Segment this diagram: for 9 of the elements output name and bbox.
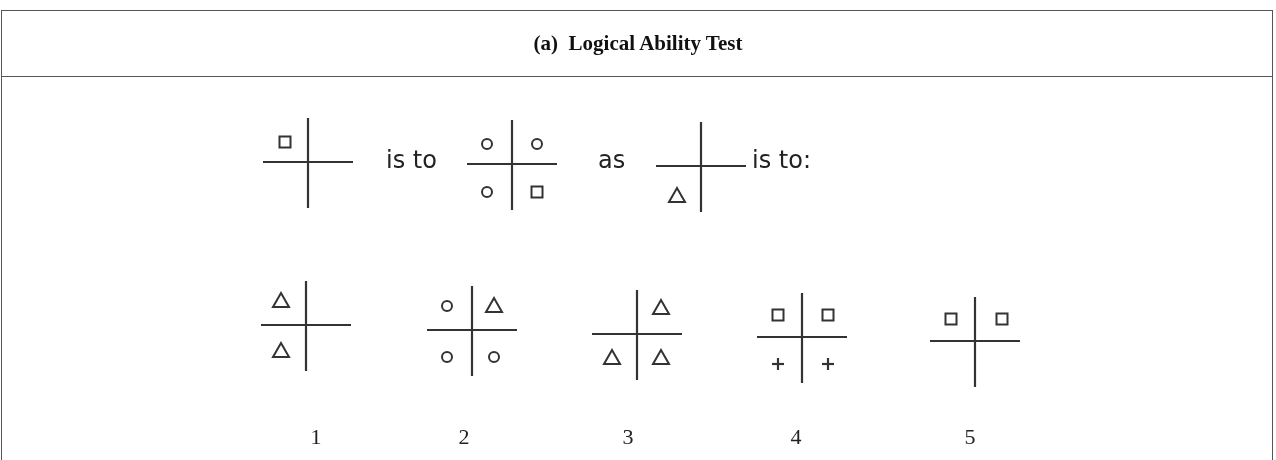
option-number: 3: [622, 423, 634, 450]
panel-title: (a) Logical Ability Test: [532, 30, 744, 57]
option-number: 2: [458, 423, 470, 450]
relation-word: is to: [386, 145, 437, 174]
option-number: 1: [310, 423, 322, 450]
relation-word: is to:: [752, 145, 811, 174]
option-number: 4: [790, 423, 802, 450]
option-number: 5: [964, 423, 976, 450]
relation-word: as: [598, 145, 626, 174]
